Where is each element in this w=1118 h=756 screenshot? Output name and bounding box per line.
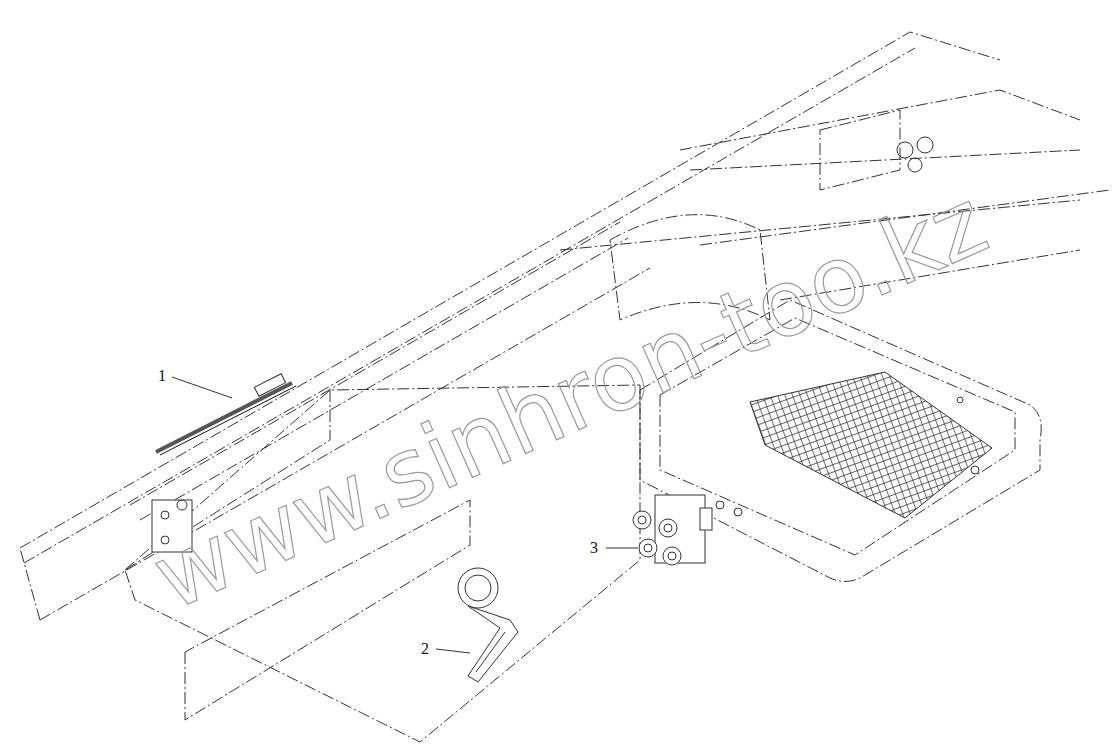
callout-number: 2 bbox=[421, 641, 429, 657]
callout-number: 3 bbox=[590, 540, 598, 556]
callout-number: 1 bbox=[158, 368, 166, 384]
